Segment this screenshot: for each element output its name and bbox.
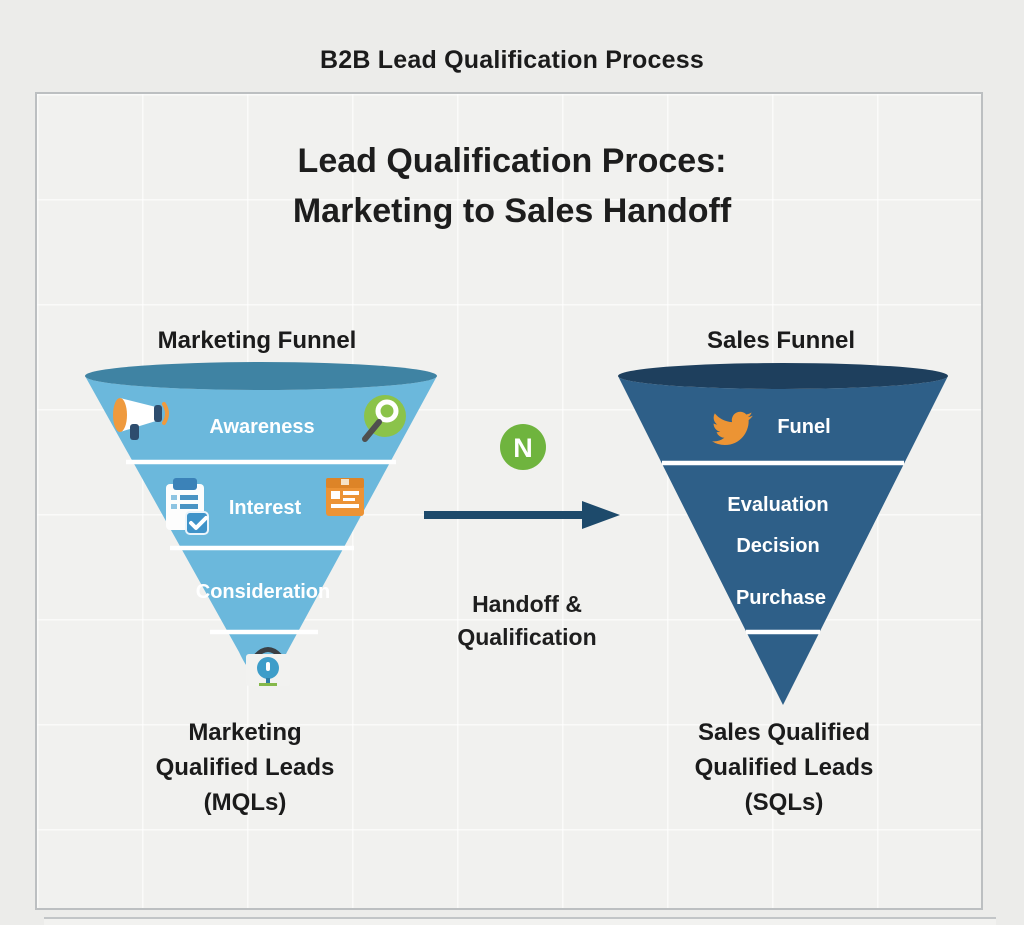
stage-purchase-label: Purchase (736, 587, 826, 609)
n-badge: N (500, 424, 546, 470)
mql-caption: Marketing Qualified Leads (MQLs) (95, 715, 395, 820)
mql-caption-line2: Qualified Leads (155, 754, 335, 781)
handoff-label-line1: Handoff & (472, 591, 582, 617)
stage-decision-label: Decision (736, 535, 819, 557)
sql-caption: Sales Qualified Qualified Leads (SQLs) (634, 715, 934, 820)
microphone-icon (246, 647, 290, 686)
diagram-title: Lead Qualification Proces: Marketing to … (62, 136, 962, 236)
sales-funnel-body (618, 376, 948, 705)
megaphone-icon (113, 398, 169, 440)
package-icon (326, 478, 364, 516)
handoff-arrow (424, 501, 620, 529)
stage-funel-label: Funel (777, 416, 830, 438)
stage-interest-label: Interest (229, 497, 302, 519)
handoff-label-line2: Qualification (457, 624, 597, 650)
sql-caption-line2: Qualified Leads (694, 754, 874, 781)
handoff-arrow-head (582, 501, 620, 529)
marketing-funnel-title: Marketing Funnel (157, 327, 357, 354)
diagram-title-line2: Marketing to Sales Handoff (292, 192, 732, 230)
marketing-funnel-body (85, 376, 437, 678)
stage-awareness-label: Awareness (209, 416, 314, 438)
next-panel-edge (44, 917, 996, 925)
handoff-label: Handoff & Qualification (377, 588, 677, 654)
search-icon (362, 395, 406, 442)
bird-icon (712, 411, 753, 445)
n-badge-letter: N (513, 433, 533, 463)
sales-funnel-title: Sales Funnel (706, 327, 856, 354)
page-title: B2B Lead Qualification Process (320, 46, 704, 74)
mql-caption-line3: (MQLs) (203, 789, 287, 816)
sql-caption-line3: (SQLs) (744, 789, 824, 816)
marketing-funnel: Awareness Interest Consideration (85, 362, 437, 686)
mql-caption-line1: Marketing (188, 719, 302, 746)
stage-consideration-label: Consideration (196, 581, 330, 603)
sales-funnel: Funel Evaluation Decision Purchase (618, 363, 948, 705)
marketing-funnel-rim (85, 362, 437, 390)
diagram-title-line1: Lead Qualification Proces: (297, 142, 727, 180)
stage-evaluation-label: Evaluation (727, 494, 828, 516)
sales-funnel-rim (618, 363, 948, 389)
checklist-icon (166, 478, 209, 535)
n-badge-circle (500, 424, 546, 470)
sql-caption-line1: Sales Qualified (697, 719, 871, 746)
